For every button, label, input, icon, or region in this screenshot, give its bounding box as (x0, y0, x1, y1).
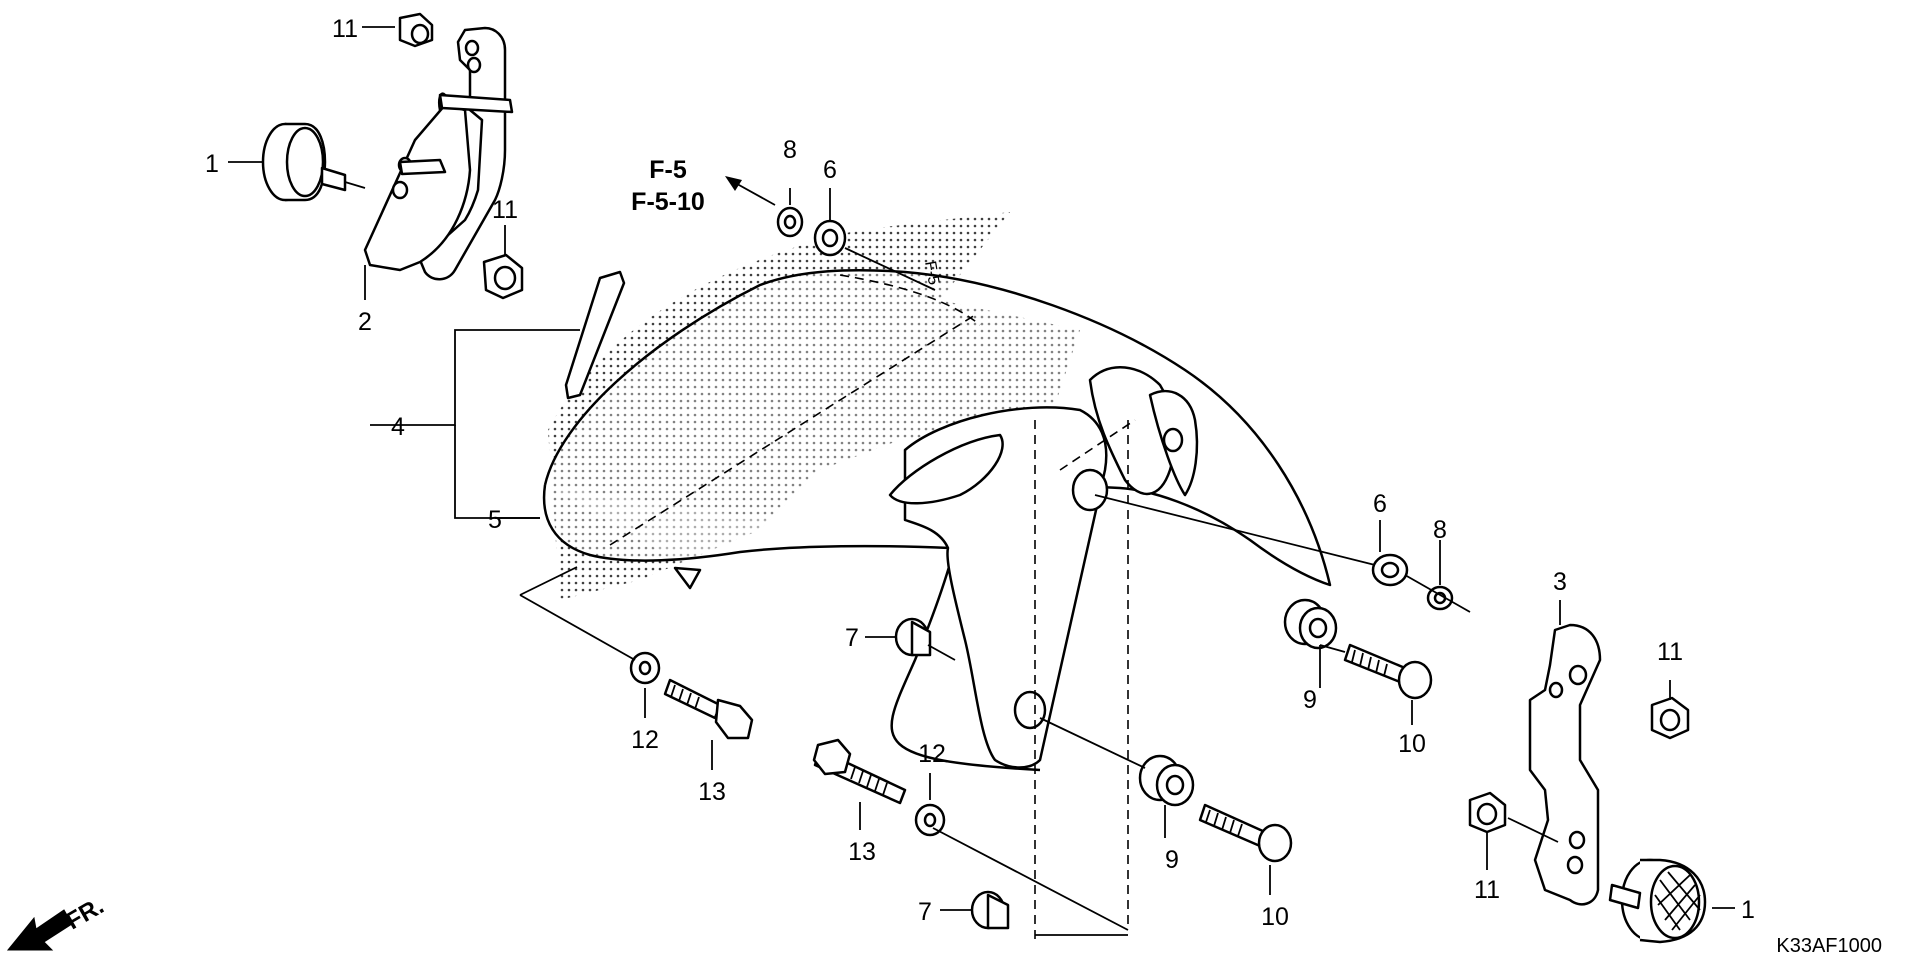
callout-nut-top-left: 11 (332, 15, 358, 43)
callout-bumper-left: 1 (205, 150, 219, 178)
callout-collar-right: 6 (1373, 490, 1387, 518)
callout-bumper-right: 1 (1741, 896, 1755, 924)
left-fender-stay (363, 26, 514, 281)
callout-washer-lower-mid: 12 (918, 740, 946, 768)
callout-nut-left: 11 (492, 196, 518, 224)
fender-hole-lower (1013, 690, 1047, 730)
diagram-code: K33AF1000 (1776, 935, 1882, 957)
bolt-lower (1198, 803, 1293, 863)
nut-left (482, 253, 524, 300)
callout-collar-bolt-upper: 7 (845, 624, 859, 652)
callout-fender-body: 5 (488, 506, 502, 534)
callout-stay-right: 3 (1553, 568, 1567, 596)
collar-bolt-upper (894, 617, 932, 657)
callout-nut-right: 11 (1657, 638, 1683, 666)
bolt-upper (1343, 643, 1433, 700)
nut-lower-right (1468, 791, 1507, 834)
collar-right (1371, 553, 1409, 587)
nut-right (1650, 696, 1690, 740)
leader-lines (228, 26, 1735, 936)
rubber-bumper-left (261, 122, 366, 202)
callout-flange-bolt-left: 13 (698, 778, 726, 806)
nut-top-left (398, 12, 434, 48)
grommet-upper (1283, 598, 1338, 650)
callout-grommet-upper: 9 (1303, 686, 1317, 714)
callout-labels: 1 11 2 11 4 5 8 6 6 8 3 11 9 10 7 12 13 … (205, 15, 1755, 931)
front-direction-label: FR. (62, 892, 109, 935)
collar-top (813, 219, 847, 257)
rubber-bumper-right (1608, 858, 1707, 944)
callout-grommet-lower: 9 (1165, 846, 1179, 874)
grommet-lower (1138, 754, 1195, 807)
callout-collar-top: 6 (823, 156, 837, 184)
flange-bolt-mid (812, 738, 907, 805)
callout-nut-lower-right: 11 (1474, 876, 1500, 904)
callout-washer-right: 8 (1433, 516, 1447, 544)
callout-bolt-lower: 10 (1261, 903, 1289, 931)
inline-reference-mark: F-5 (921, 260, 942, 287)
washer-lower-left (629, 651, 661, 685)
callout-washer-top: 8 (783, 136, 797, 164)
fender-hole-upper (1071, 468, 1109, 512)
callout-flange-bolt-mid: 13 (848, 838, 876, 866)
emblem-strip (564, 270, 626, 400)
callout-collar-bolt-lower: 7 (918, 898, 932, 926)
washer-lower-mid (914, 803, 946, 837)
flange-bolt-left (663, 678, 754, 740)
fender-decal-pattern (548, 212, 1080, 600)
collar-bolt-lower (970, 890, 1010, 930)
fender-vent (888, 433, 1004, 505)
reference-line-2: F-5-10 (631, 188, 705, 216)
front-fender (542, 212, 1332, 940)
callout-fender-assembly: 4 (391, 413, 405, 441)
front-arrow-icon (6, 909, 73, 951)
right-fender-stay (1528, 623, 1602, 906)
washer-top (776, 206, 804, 238)
reference-line-1: F-5 (649, 156, 687, 184)
fender-hole-right (1162, 427, 1184, 453)
callout-bolt-upper: 10 (1398, 730, 1426, 758)
front-direction-indicator: FR. (6, 892, 109, 951)
callout-washer-lower-left: 12 (631, 726, 659, 754)
callout-stay-left: 2 (358, 308, 372, 336)
